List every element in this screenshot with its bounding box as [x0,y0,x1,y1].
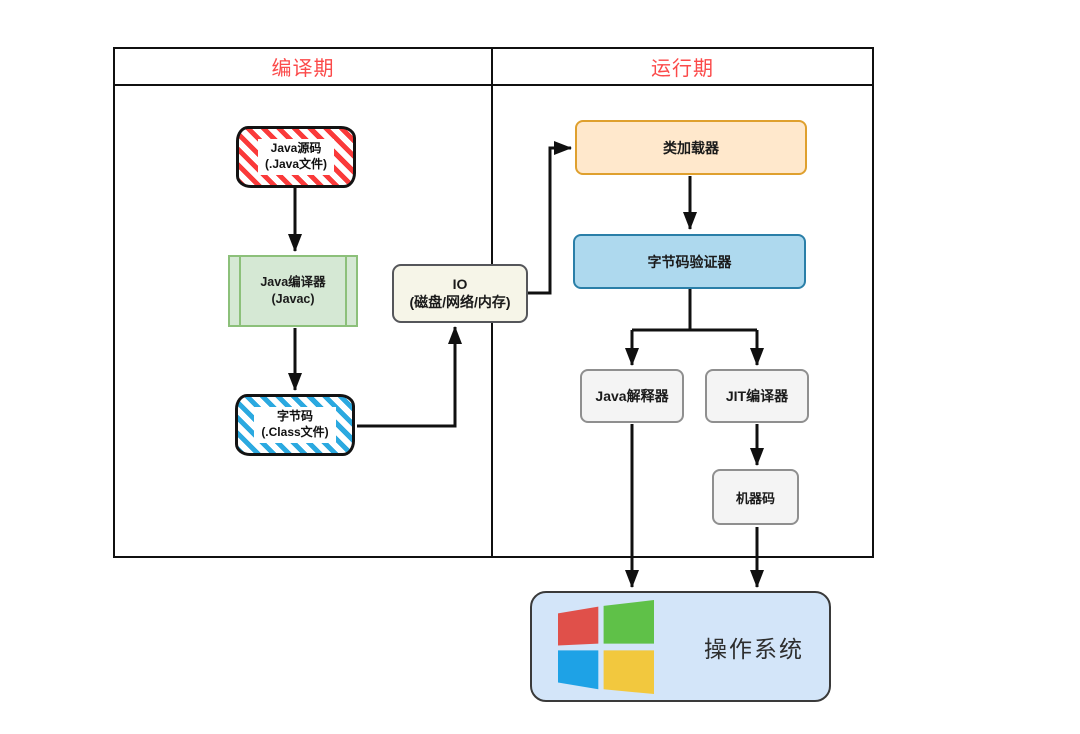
node-bytecode: 字节码 (.Class文件) [235,394,355,456]
node-java-source: Java源码 (.Java文件) [236,126,356,188]
node-class-loader: 类加载器 [575,120,807,175]
node-machine-code: 机器码 [712,469,799,525]
node-operating-system: 操作系统 [530,591,831,702]
java-source-label: Java源码 (.Java文件) [257,139,335,175]
arrow-io-to-classloader [528,141,572,295]
windows-logo-icon [558,599,654,694]
bytecode-label: 字节码 (.Class文件) [254,407,336,443]
runtime-phase-section: 运行期 [491,47,874,558]
arrow-bytecode-to-io [357,326,462,428]
node-java-interpreter: Java解释器 [580,369,684,423]
node-java-compiler: Java编译器 (Javac) [228,255,358,327]
io-label: IO (磁盘/网络/内存) [409,276,511,310]
node-bytecode-verifier: 字节码验证器 [573,234,806,289]
compile-phase-title: 编译期 [115,49,491,86]
operating-system-label: 操作系统 [704,635,804,662]
node-jit-compiler: JIT编译器 [705,369,809,423]
java-compiler-label: Java编译器 (Javac) [260,275,326,306]
runtime-phase-title: 运行期 [493,49,872,86]
node-io: IO (磁盘/网络/内存) [392,264,528,323]
